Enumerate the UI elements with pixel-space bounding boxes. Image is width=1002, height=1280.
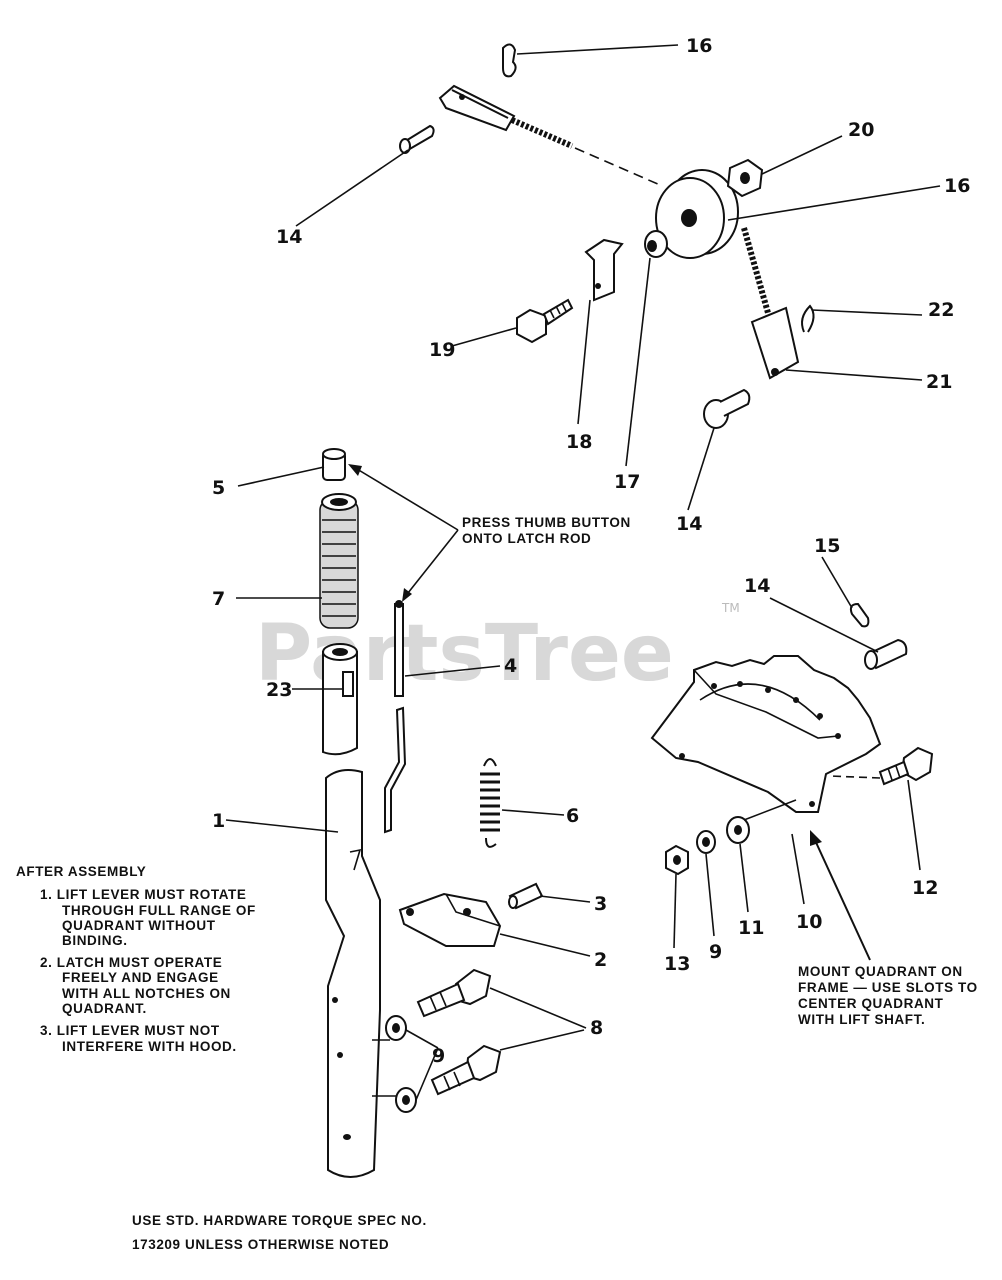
callout-17: 17: [614, 471, 640, 493]
spring: [480, 758, 500, 848]
lever-tube: [322, 643, 358, 756]
callout-9-quadrant: 9: [709, 941, 722, 963]
latch-rod-bent: [384, 706, 407, 834]
bushing: [644, 230, 668, 258]
mount-note-line-3: CENTER QUADRANT: [798, 996, 944, 1011]
torque-note-line-1: USE STD. HARDWARE TORQUE SPEC NO.: [132, 1213, 427, 1228]
callout-18: 18: [566, 431, 592, 453]
after-assembly-title: AFTER ASSEMBLY: [16, 864, 146, 879]
thumb-note-line-1: PRESS THUMB BUTTON: [462, 515, 631, 530]
cable-lower: [741, 227, 773, 321]
note-1-line-2: THROUGH FULL RANGE OF: [62, 903, 256, 918]
callout-13: 13: [664, 953, 690, 975]
callout-numbers: 16 14 20 16 22 19 21 18 17 14 5 7 4 23 1…: [212, 35, 970, 1067]
hex-bolt-quadrant: [878, 746, 934, 786]
callout-4: 4: [504, 655, 517, 677]
torque-note-line-2: 173209 UNLESS OTHERWISE NOTED: [132, 1237, 389, 1252]
lift-lever: [325, 769, 381, 1178]
mount-note-line-2: FRAME — USE SLOTS TO: [798, 980, 978, 995]
callout-14-top: 14: [276, 226, 302, 248]
watermark: PartsTree: [255, 609, 674, 699]
hex-nut: [726, 158, 764, 198]
thumb-button: [322, 448, 346, 481]
watermark-tm: TM: [721, 601, 740, 615]
callout-14-mid: 14: [676, 513, 702, 535]
callout-16-top: 16: [686, 35, 712, 57]
latch-rod: [394, 600, 404, 697]
after-assembly-note: AFTER ASSEMBLY 1. LIFT LEVER MUST ROTATE…: [16, 864, 256, 1054]
pulley: [655, 169, 739, 259]
leader-lines: [225, 44, 941, 1101]
callout-1: 1: [212, 810, 225, 832]
note-3-line-2: INTERFERE WITH HOOD.: [62, 1039, 237, 1054]
callout-21: 21: [926, 371, 952, 393]
callout-16-pulley: 16: [944, 175, 970, 197]
cotter-clip: [801, 304, 815, 333]
callout-14-quadrant: 14: [744, 575, 770, 597]
callout-9-lever: 9: [432, 1045, 445, 1067]
callout-3: 3: [594, 893, 607, 915]
clevis-pin-quadrant: [864, 638, 908, 670]
callout-22: 22: [928, 299, 954, 321]
mount-arrow: [810, 830, 871, 961]
callout-5: 5: [212, 477, 225, 499]
mount-quadrant-note: MOUNT QUADRANT ON FRAME — USE SLOTS TO C…: [798, 964, 978, 1027]
latch-plate: [398, 892, 502, 947]
callout-7: 7: [212, 588, 225, 610]
bolt-path-quadrant: [829, 775, 881, 779]
bracket: [584, 238, 624, 302]
note-2-line-3: WITH ALL NOTCHES ON: [62, 986, 231, 1001]
roll-pin: [508, 882, 544, 910]
callout-15: 15: [814, 535, 840, 557]
hand-grip: [319, 493, 359, 629]
callout-23: 23: [266, 679, 292, 701]
clevis-rod-end-top: [438, 84, 574, 149]
thumb-arrows: [348, 464, 459, 602]
shoulder-bolt-upper: [416, 968, 492, 1018]
lock-washer-quadrant: [696, 830, 716, 854]
clevis-rod-end-lower: [750, 306, 800, 380]
note-2-line-2: FREELY AND ENGAGE: [62, 970, 219, 985]
thumb-note-line-2: ONTO LATCH ROD: [462, 531, 591, 546]
thumb-button-note: PRESS THUMB BUTTON ONTO LATCH ROD: [462, 515, 631, 546]
mount-note-line-1: MOUNT QUADRANT ON: [798, 964, 963, 979]
hex-nut-quadrant: [665, 844, 689, 876]
lock-washer-lower: [395, 1087, 417, 1113]
callout-11: 11: [738, 917, 764, 939]
hairpin-clip-top: [502, 43, 517, 78]
quadrant: [650, 655, 882, 813]
note-1-line-3: QUADRANT WITHOUT: [62, 918, 216, 933]
callout-19: 19: [429, 339, 455, 361]
note-2-line-1: 2. LATCH MUST OPERATE: [40, 955, 222, 970]
hairpin-clip-quadrant: [849, 602, 870, 628]
cable-path-top: [574, 147, 661, 186]
mount-note-line-4: WITH LIFT SHAFT.: [798, 1012, 925, 1027]
lock-washer-upper: [385, 1015, 407, 1041]
callout-20: 20: [848, 119, 874, 141]
hex-bolt-small: [516, 298, 574, 344]
callout-8: 8: [590, 1017, 603, 1039]
flat-washer: [726, 816, 750, 844]
callout-10: 10: [796, 911, 822, 933]
torque-spec-note: USE STD. HARDWARE TORQUE SPEC NO. 173209…: [132, 1213, 427, 1252]
clevis-pin-mid: [703, 388, 751, 429]
callout-12: 12: [912, 877, 938, 899]
shoulder-bolt-lower: [430, 1044, 502, 1096]
note-1-line-1: 1. LIFT LEVER MUST ROTATE: [40, 887, 247, 902]
note-2-line-4: QUADRANT.: [62, 1001, 147, 1016]
callout-6: 6: [566, 805, 579, 827]
clevis-pin-top: [399, 124, 435, 154]
note-1-line-4: BINDING.: [62, 933, 128, 948]
callout-2: 2: [594, 949, 607, 971]
note-3-line-1: 3. LIFT LEVER MUST NOT: [40, 1023, 220, 1038]
